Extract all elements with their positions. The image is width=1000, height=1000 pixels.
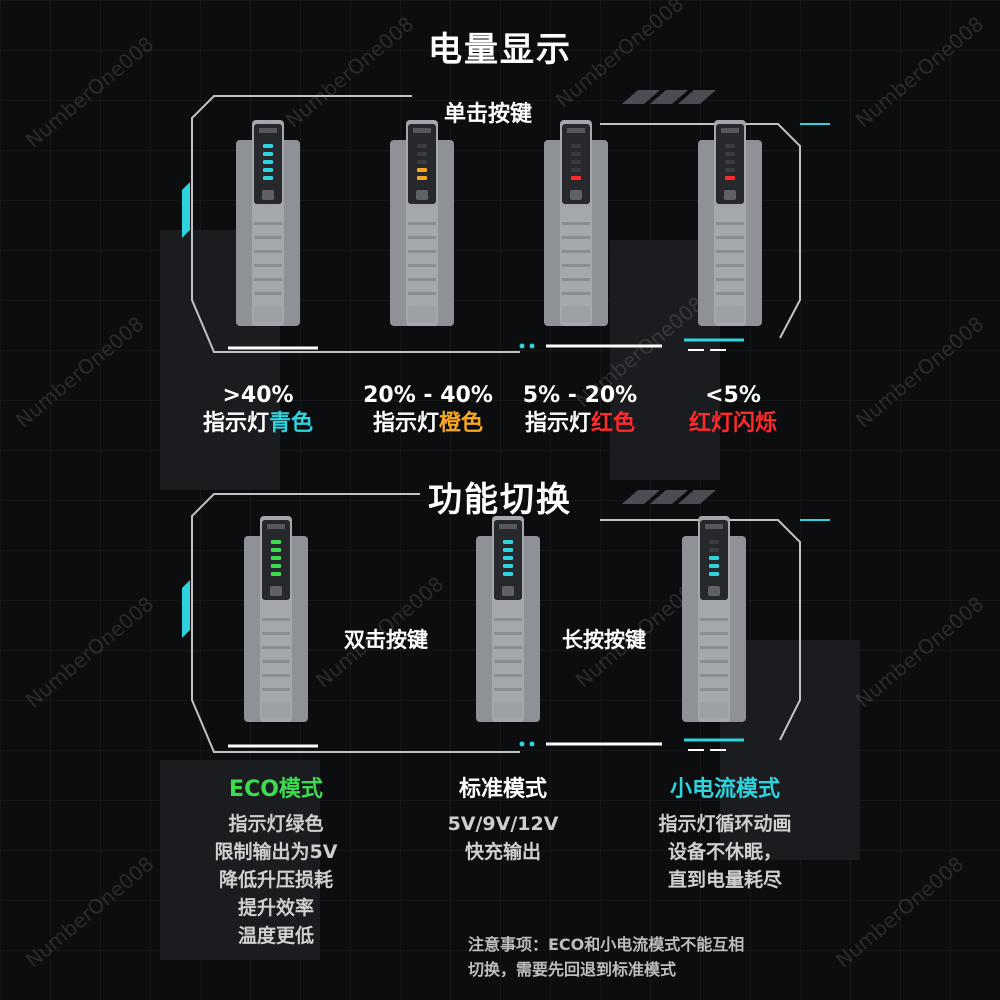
level-text: 指示灯 <box>372 411 439 436</box>
power-bank-device <box>698 120 762 326</box>
mode-desc-standard: 5V/9V/12V 快充输出 <box>418 810 588 866</box>
note-line: 注意事项：ECO和小电流模式不能互相 <box>468 935 745 954</box>
desc-line: 提升效率 <box>237 897 314 919</box>
level-caption-3: 5% - 20% 指示灯红色 <box>505 382 655 438</box>
note: 注意事项：ECO和小电流模式不能互相 切换，需要先回退到标准模式 <box>468 932 744 982</box>
level-caption-1: >40% 指示灯青色 <box>188 382 328 438</box>
desc-line: 限制输出为5V <box>214 841 338 863</box>
desc-line: 降低升压损耗 <box>218 869 333 891</box>
desc-line: 5V/9V/12V <box>447 813 559 835</box>
section2-title: 功能切换 <box>428 480 572 520</box>
level-color-word: 橙色 <box>439 411 484 436</box>
power-bank-device <box>682 516 746 722</box>
desc-line: 指示灯循环动画 <box>658 813 792 835</box>
mode-name-low-current: 小电流模式 <box>669 777 780 802</box>
level-color-word: 红灯闪烁 <box>688 411 777 436</box>
level-color-word: 青色 <box>269 411 314 436</box>
mode-name-standard: 标准模式 <box>458 777 547 802</box>
level-range: >40% <box>222 383 294 408</box>
level-range: 20% - 40% <box>363 383 493 408</box>
long-press-label: 长按按键 <box>562 628 646 652</box>
section1-instruction: 单击按键 <box>444 102 533 127</box>
desc-line: 直到电量耗尽 <box>667 869 782 891</box>
level-text: 指示灯 <box>524 411 591 436</box>
desc-line: 设备不休眠， <box>667 841 782 863</box>
mode-name-eco: ECO模式 <box>229 777 323 802</box>
power-bank-device <box>544 120 608 326</box>
note-line: 切换，需要先回退到标准模式 <box>468 960 677 979</box>
mode-desc-eco: 指示灯绿色 限制输出为5V 降低升压损耗 提升效率 温度更低 <box>186 810 366 950</box>
level-caption-4: <5% 红灯闪烁 <box>668 382 798 438</box>
mode-desc-low-current: 指示灯循环动画 设备不休眠， 直到电量耗尽 <box>620 810 830 894</box>
desc-line: 温度更低 <box>237 925 314 947</box>
level-caption-2: 20% - 40% 指示灯橙色 <box>348 382 508 438</box>
level-range: 5% - 20% <box>522 383 638 408</box>
level-text: 指示灯 <box>202 411 269 436</box>
background-shape <box>160 760 320 960</box>
power-bank-device <box>236 120 300 326</box>
desc-line: 快充输出 <box>464 841 541 863</box>
double-press-label: 双击按键 <box>344 628 428 652</box>
desc-line: 指示灯绿色 <box>228 813 324 835</box>
level-range: <5% <box>705 383 761 408</box>
power-bank-device <box>244 516 308 722</box>
power-bank-device <box>476 516 540 722</box>
section1-title: 电量显示 <box>428 30 572 70</box>
power-bank-device <box>390 120 454 326</box>
level-color-word: 红色 <box>591 411 636 436</box>
